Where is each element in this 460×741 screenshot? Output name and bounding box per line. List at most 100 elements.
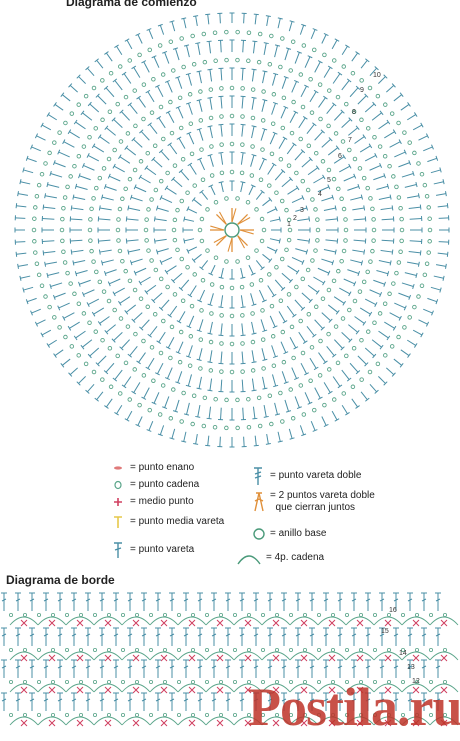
stitch: [43, 698, 49, 702]
single-crochet: [48, 686, 56, 694]
double-crochet-stitch: [336, 238, 339, 244]
chain-arc: [233, 651, 263, 661]
chain-arc: [261, 651, 291, 661]
chain-stitch: [259, 238, 265, 244]
chain-stitch: [168, 416, 174, 421]
double-crochet-stitch: [315, 289, 320, 295]
chain-stitch: [149, 258, 154, 263]
chain-arc: [373, 651, 403, 661]
double-crochet-stitch: [412, 170, 415, 177]
chain-stitch: [208, 368, 214, 373]
double-crochet-stitch: [151, 156, 156, 162]
double-crochet-stitch: [433, 275, 444, 279]
double-crochet-stitch: [273, 384, 279, 388]
double-crochet-stitch: [107, 173, 111, 179]
chain-stitch: [148, 648, 153, 653]
double-crochet-stitch: [114, 80, 123, 91]
chain-stitch: [224, 29, 229, 35]
double-crochet-stitch: [198, 319, 204, 331]
double-crochet-stitch: [392, 129, 397, 135]
chain-stitch: [165, 170, 170, 176]
double-crochet-stitch: [208, 184, 214, 188]
double-crochet-stitch: [304, 84, 309, 88]
chain-arc: [233, 616, 263, 626]
chain-stitch: [143, 227, 149, 233]
chain-stitch: [197, 227, 203, 233]
watermark-logo: Postila.ru: [248, 677, 460, 737]
chain-stitch: [185, 265, 190, 270]
double-crochet-icon: [112, 541, 126, 559]
chain-stitch: [336, 186, 341, 192]
double-crochet-stitch: [15, 203, 18, 209]
double-crochet-stitch: [261, 157, 267, 161]
chain-stitch: [116, 217, 121, 222]
chain-stitch: [274, 613, 279, 618]
double-crochet-stitch: [263, 415, 269, 418]
double-crochet-stitch: [106, 398, 113, 408]
double-crochet-stitch: [364, 347, 375, 357]
chain-stitch: [269, 151, 275, 157]
double-crochet-stitch: [76, 381, 81, 386]
dc2tog-stitch: [227, 237, 233, 252]
chain-stitch: [240, 341, 245, 346]
chain-stitch: [33, 205, 38, 210]
stitch: [309, 665, 315, 669]
chain-stitch: [147, 47, 152, 53]
chain-stitch: [301, 412, 307, 417]
chain-stitch: [371, 227, 377, 233]
double-crochet-stitch: [187, 73, 193, 86]
double-crochet-stitch: [284, 399, 290, 412]
double-crochet-stitch: [164, 185, 169, 191]
double-crochet-stitch: [193, 253, 202, 261]
double-crochet-stitch: [321, 138, 331, 148]
double-crochet-stitch: [187, 162, 193, 167]
double-crochet-stitch: [376, 185, 389, 191]
double-crochet-stitch: [70, 218, 83, 221]
double-crochet-stitch: [323, 67, 331, 78]
double-crochet-stitch: [312, 429, 318, 432]
double-crochet-stitch: [355, 51, 360, 55]
double-crochet-stitch: [153, 392, 160, 404]
stitch: [169, 698, 175, 702]
double-crochet-stitch: [401, 282, 414, 288]
chain-arc: [93, 616, 123, 626]
chain-stitch: [239, 284, 245, 290]
double-crochet-stitch: [287, 187, 298, 195]
chain-stitch: [43, 294, 48, 299]
double-crochet-stitch: [165, 110, 171, 114]
single-crochet: [188, 686, 196, 694]
single-crochet: [272, 619, 280, 627]
stitch: [365, 665, 371, 669]
double-crochet-stitch: [368, 143, 373, 149]
double-crochet-stitch: [138, 174, 142, 180]
double-crochet-stitch: [169, 20, 175, 23]
double-crochet-stitch: [105, 87, 115, 98]
double-crochet-stitch: [75, 185, 88, 191]
chain-stitch: [267, 183, 272, 188]
double-crochet-stitch: [262, 199, 271, 207]
chain-stitch: [279, 256, 285, 262]
double-crochet-stitch: [323, 423, 329, 428]
stitch: [211, 633, 217, 637]
chain-stitch: [202, 395, 208, 401]
double-crochet-stitch: [180, 279, 190, 290]
chain-stitch: [37, 613, 42, 618]
double-crochet-stitch: [183, 238, 186, 244]
double-crochet-stitch: [87, 384, 95, 393]
chain-stitch: [169, 130, 175, 136]
stitch: [57, 665, 63, 669]
double-crochet-stitch: [134, 186, 147, 193]
single-crochet: [76, 654, 84, 662]
double-crochet-stitch: [280, 341, 287, 353]
double-crochet-stitch: [252, 41, 256, 54]
chain-stitch: [209, 173, 215, 178]
double-crochet-stitch: [445, 191, 447, 197]
double-crochet-stitch: [196, 329, 202, 333]
single-crochet: [104, 654, 112, 662]
single-crochet: [160, 619, 168, 627]
chain-stitch: [218, 613, 223, 618]
double-crochet-stitch: [310, 421, 316, 431]
chain-stitch: [151, 77, 156, 82]
double-crochet-stitch: [138, 280, 142, 286]
double-crochet-stitch: [78, 281, 81, 287]
